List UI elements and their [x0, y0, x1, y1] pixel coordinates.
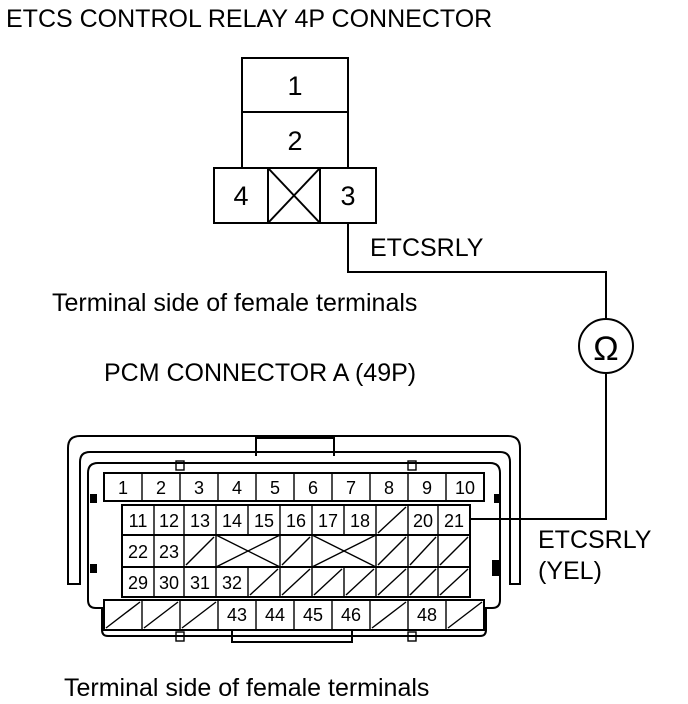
pcm-empty-cavity-19: [377, 506, 407, 534]
pcm-pin-6: 6: [308, 478, 318, 498]
probe-wire-lower: [470, 374, 607, 520]
relay-wire-label: ETCSRLY: [370, 234, 484, 262]
pcm-pin-8: 8: [384, 478, 394, 498]
pcm-latch: [255, 437, 335, 456]
relay-pin-2: 2: [287, 126, 302, 156]
pcm-pin-23: 23: [159, 542, 179, 562]
pcm-pin-13: 13: [190, 511, 210, 531]
pcm-pin-32: 32: [222, 573, 242, 593]
pcm-pin-2: 2: [156, 478, 166, 498]
pcm-pin-21: 21: [444, 511, 464, 531]
pcm-pin-29: 29: [128, 573, 148, 593]
pcm-row-1: 1 2 3 4 5 6 7 8 9 10: [103, 472, 485, 502]
relay-bottom-row: [213, 167, 377, 224]
pcm-pin-22: 22: [128, 542, 148, 562]
pcm-pin-15: 15: [254, 511, 274, 531]
pcm-row-3: 22 23: [121, 534, 471, 568]
pcm-pin-12: 12: [159, 511, 179, 531]
pcm-pin-5: 5: [270, 478, 280, 498]
pcm-row-2: 11 12 13 14 15 16 17 18 20 21: [121, 504, 471, 536]
pcm-connector: 1 2 3 4 5 6 7 8 9 10 11 12 1: [67, 435, 521, 643]
pcm-pin-16: 16: [286, 511, 306, 531]
pcm-pin-17: 17: [318, 511, 338, 531]
ohm-icon: Ω: [593, 330, 618, 368]
pcm-pin-20: 20: [413, 511, 433, 531]
pcm-pin-43: 43: [227, 605, 247, 625]
pcm-pin-31: 31: [190, 573, 210, 593]
pcm-caption: Terminal side of female terminals: [64, 674, 429, 702]
pcm-pin-1: 1: [118, 478, 128, 498]
pcm-title: PCM CONNECTOR A (49P): [104, 359, 416, 387]
pcm-pin-18: 18: [350, 511, 370, 531]
pcm-pin-45: 45: [303, 605, 323, 625]
relay-pin-4: 4: [233, 181, 248, 211]
pcm-row-4: 29 30 31 32: [121, 566, 471, 598]
pcm-pin-48: 48: [417, 605, 437, 625]
relay-title: ETCS CONTROL RELAY 4P CONNECTOR: [6, 5, 492, 33]
probe-wire-upper: [347, 223, 607, 318]
pcm-body: [87, 462, 501, 637]
pcm-pin-46: 46: [341, 605, 361, 625]
pcm-outer-shell: [67, 435, 521, 585]
pcm-pin-30: 30: [159, 573, 179, 593]
pcm-pin-14: 14: [222, 511, 242, 531]
pcm-pin-11: 11: [129, 511, 148, 531]
pcm-pin-7: 7: [346, 478, 356, 498]
pcm-pin-44: 44: [265, 605, 285, 625]
pcm-wire-label: ETCSRLY: [538, 526, 652, 554]
pcm-wire-color: (YEL): [538, 557, 602, 585]
pcm-row-5: 43 44 45 46 48: [103, 599, 485, 631]
relay-pin-1: 1: [287, 71, 302, 101]
relay-caption: Terminal side of female terminals: [52, 289, 417, 317]
pcm-pin-4: 4: [232, 478, 242, 498]
ohmmeter: [578, 318, 634, 374]
pcm-pin-9: 9: [422, 478, 432, 498]
relay-pin-3: 3: [340, 181, 355, 211]
pcm-pin-3: 3: [194, 478, 204, 498]
pcm-pin-10: 10: [455, 478, 475, 498]
relay-connector: 1 2 4 3: [213, 57, 377, 224]
